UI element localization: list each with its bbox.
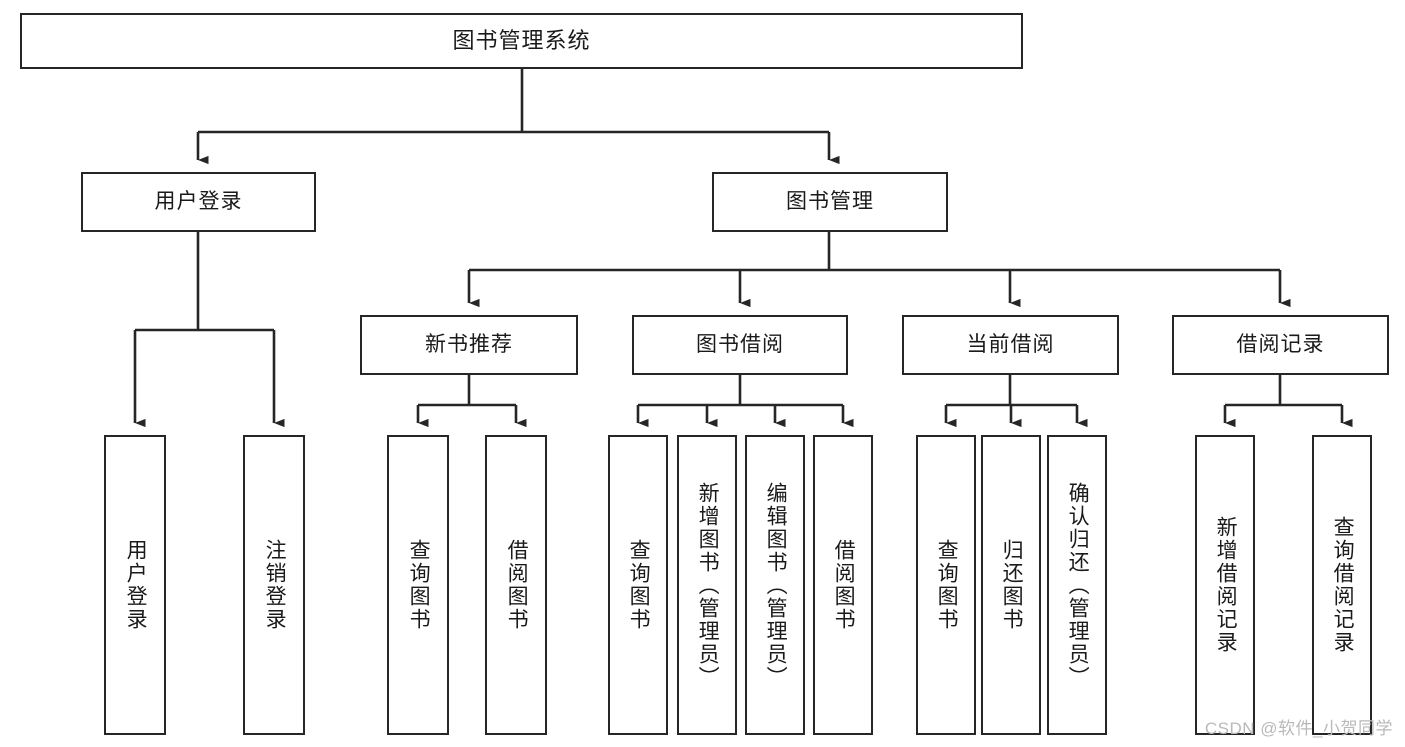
node-new-book-recommend[interactable]: 新书推荐	[360, 315, 578, 375]
node-label: 编辑图书（管理员）	[764, 481, 788, 689]
node-label: 用户登录	[154, 189, 243, 213]
node-label: 查询图书	[935, 539, 959, 631]
node-label: 归还图书	[1000, 539, 1024, 631]
node-label: 用户登录	[124, 539, 148, 631]
node-label: 注销登录	[263, 539, 287, 631]
node-leaf-query-book-current[interactable]: 查询图书	[916, 435, 976, 735]
node-label: 确认归还（管理员）	[1066, 481, 1090, 689]
node-label: 图书管理系统	[452, 28, 591, 54]
node-label: 当前借阅	[966, 332, 1055, 356]
node-borrow-record[interactable]: 借阅记录	[1172, 315, 1389, 375]
node-label: 查询图书	[627, 539, 651, 631]
node-label: 借阅图书	[505, 539, 529, 631]
node-leaf-query-book-borrow[interactable]: 查询图书	[608, 435, 668, 735]
node-label: 新书推荐	[425, 332, 513, 356]
node-label: 查询图书	[407, 539, 431, 631]
node-label: 新增图书（管理员）	[696, 481, 720, 689]
node-book-manage[interactable]: 图书管理	[712, 172, 948, 232]
node-label: 图书管理	[786, 189, 874, 213]
node-label: 查询借阅记录	[1331, 516, 1355, 654]
node-label: 图书借阅	[696, 332, 784, 356]
node-leaf-add-borrow-record[interactable]: 新增借阅记录	[1195, 435, 1255, 735]
node-leaf-edit-book-admin[interactable]: 编辑图书（管理员）	[745, 435, 805, 735]
node-leaf-return-book[interactable]: 归还图书	[981, 435, 1041, 735]
node-label: 新增借阅记录	[1214, 516, 1238, 654]
node-leaf-add-book-admin[interactable]: 新增图书（管理员）	[677, 435, 737, 735]
node-label: 借阅记录	[1236, 332, 1325, 356]
node-leaf-user-login[interactable]: 用户登录	[104, 435, 166, 735]
node-book-borrow[interactable]: 图书借阅	[632, 315, 848, 375]
node-user-login[interactable]: 用户登录	[81, 172, 316, 232]
node-leaf-borrow-book-recommend[interactable]: 借阅图书	[485, 435, 547, 735]
node-leaf-query-borrow-record[interactable]: 查询借阅记录	[1312, 435, 1372, 735]
node-leaf-confirm-return-admin[interactable]: 确认归还（管理员）	[1047, 435, 1107, 735]
node-leaf-query-book-recommend[interactable]: 查询图书	[387, 435, 449, 735]
node-label: 借阅图书	[832, 539, 856, 631]
node-leaf-logout[interactable]: 注销登录	[243, 435, 305, 735]
node-current-borrow[interactable]: 当前借阅	[902, 315, 1119, 375]
node-root-system[interactable]: 图书管理系统	[20, 13, 1023, 69]
node-leaf-borrow-book-borrow[interactable]: 借阅图书	[813, 435, 873, 735]
